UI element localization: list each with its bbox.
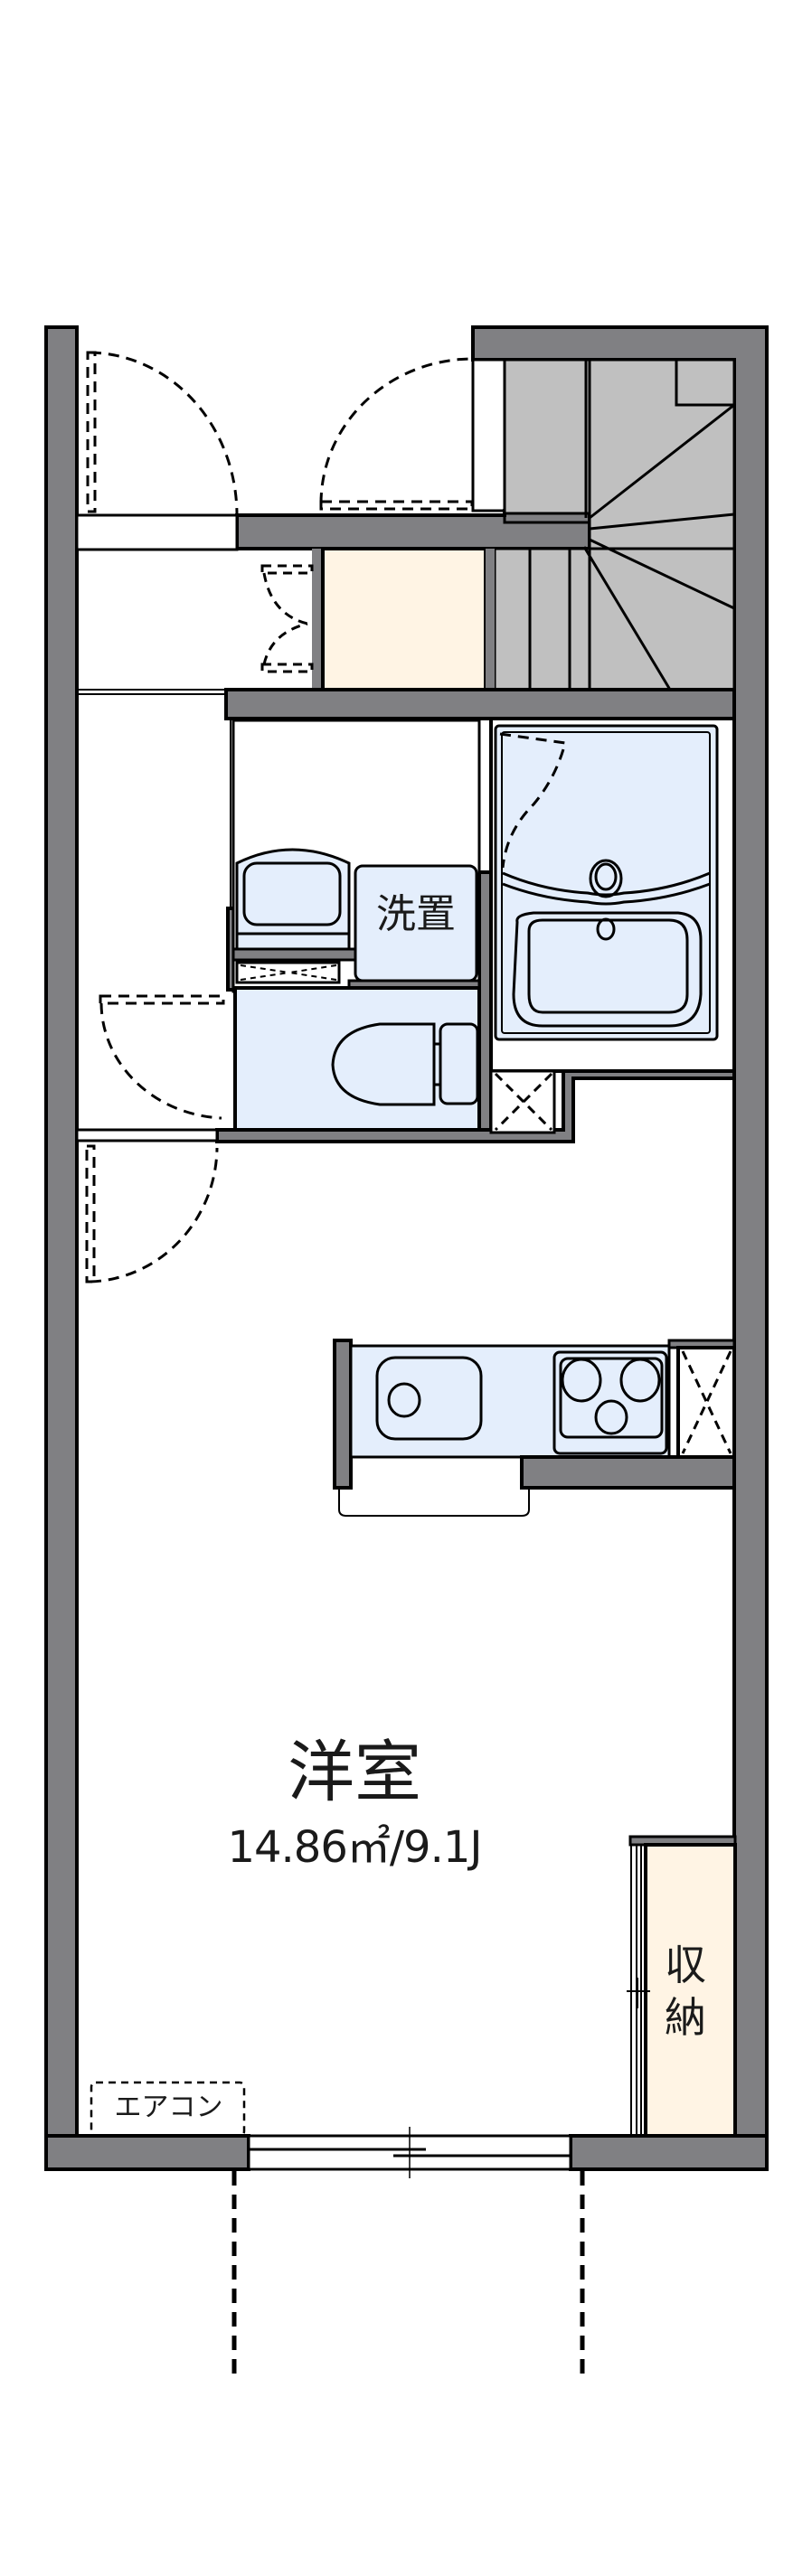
door-swing-icon xyxy=(86,351,239,516)
washroom xyxy=(231,719,481,993)
window xyxy=(231,2127,585,2375)
sink-icon xyxy=(375,1356,483,1441)
kitchen xyxy=(333,1339,736,1517)
closet xyxy=(627,1835,737,2138)
toilet-room xyxy=(233,986,481,1132)
bathtub-icon xyxy=(502,859,711,1028)
toilet-icon xyxy=(331,1022,479,1106)
interior-walls xyxy=(215,688,736,1143)
room-name-label: 洋室 xyxy=(288,1734,421,1811)
room-area-label: 14.86㎡/9.1J xyxy=(227,1822,482,1873)
washer-space-label: 洗置 xyxy=(376,891,456,937)
pipe-space-icon xyxy=(489,1069,556,1134)
storage-label: 収納 xyxy=(665,1941,706,2042)
entrance-area xyxy=(75,351,591,551)
bathroom xyxy=(489,717,736,1073)
vanity-sink-icon xyxy=(235,848,351,951)
stove-icon xyxy=(552,1350,668,1455)
door-swing-icon xyxy=(319,357,474,511)
door-swing-icon xyxy=(85,1144,219,1283)
staircase xyxy=(493,358,736,691)
door-swing-icon xyxy=(99,994,225,1120)
aircon-label: エアコン xyxy=(114,2092,223,2123)
